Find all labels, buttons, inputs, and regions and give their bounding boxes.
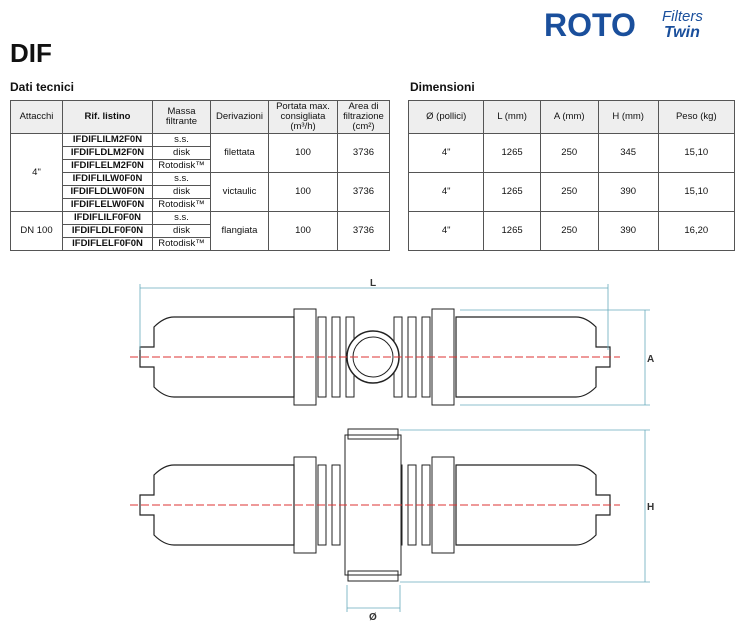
dims-cell: 16,20 (657, 211, 736, 251)
massa-cell: s.s. (152, 172, 211, 186)
roto-filters-twin-logo: ROTO Filters Twin (544, 7, 703, 42)
technical-drawing: L A H Ø (130, 278, 654, 623)
ref-cell: IFDIFLDLF0F0N (62, 224, 153, 238)
dims-cell: 4" (407, 133, 485, 173)
col-header: H (mm) (597, 100, 659, 134)
portata-cell: 100 (268, 133, 338, 173)
dim-diameter: Ø (369, 612, 377, 623)
area-cell: 3736 (337, 133, 390, 173)
dims-cell: 4" (407, 172, 485, 212)
col-header: Rif. listino (62, 100, 153, 134)
dims-cell: 15,10 (657, 133, 736, 173)
dims-cell: 250 (539, 133, 599, 173)
ref-cell: IFDIFLILF0F0N (62, 211, 153, 225)
col-header: Derivazioni (210, 100, 269, 134)
portata-cell: 100 (268, 211, 338, 251)
col-header: Portata max. consigliata (m³/h) (268, 100, 338, 134)
ref-cell: IFDIFLELW0F0N (62, 198, 153, 212)
massa-cell: disk (152, 185, 211, 199)
massa-cell: Rotodisk™ (152, 159, 211, 173)
col-header: Attacchi (10, 100, 63, 134)
ref-cell: IFDIFLDLW0F0N (62, 185, 153, 199)
massa-cell: s.s. (152, 211, 211, 225)
derivazione-cell: flangiata (210, 211, 269, 251)
dims-table: Ø (pollici) L (mm) A (mm) H (mm) Peso (k… (407, 100, 736, 251)
dims-cell: 1265 (483, 211, 541, 251)
ref-cell: IFDIFLILW0F0N (62, 172, 153, 186)
massa-cell: Rotodisk™ (152, 237, 211, 251)
dims-cell: 345 (597, 133, 659, 173)
svg-text:Filters: Filters (662, 8, 703, 25)
dims-cell: 1265 (483, 172, 541, 212)
derivazione-cell: victaulic (210, 172, 269, 212)
area-cell: 3736 (337, 211, 390, 251)
massa-cell: Rotodisk™ (152, 198, 211, 212)
dim-H: H (647, 502, 654, 513)
col-header: Peso (kg) (657, 100, 736, 134)
page-title: DIF (10, 38, 52, 68)
derivazione-cell: filettata (210, 133, 269, 173)
massa-cell: s.s. (152, 133, 211, 147)
col-header: Massa filtrante (152, 100, 211, 134)
svg-text:Twin: Twin (664, 24, 700, 41)
massa-cell: disk (152, 224, 211, 238)
massa-cell: disk (152, 146, 211, 160)
attacchi-cell: 4" (10, 133, 63, 212)
dims-cell: 390 (597, 172, 659, 212)
ref-cell: IFDIFLILM2F0N (62, 133, 153, 147)
col-header: A (mm) (539, 100, 599, 134)
dims-heading: Dimensioni (410, 80, 475, 94)
dim-A: A (647, 354, 654, 365)
tech-heading: Dati tecnici (10, 80, 75, 94)
attacchi-cell: DN 100 (10, 211, 63, 251)
dims-cell: 1265 (483, 133, 541, 173)
area-cell: 3736 (337, 172, 390, 212)
dims-cell: 250 (539, 172, 599, 212)
svg-text:ROTO: ROTO (544, 7, 636, 42)
dims-cell: 4" (407, 211, 485, 251)
col-header: Area di filtrazione (cm²) (337, 100, 390, 134)
dim-L: L (370, 278, 376, 289)
tech-table: Attacchi Rif. listino Massa filtrante De… (10, 100, 390, 251)
ref-cell: IFDIFLDLM2F0N (62, 146, 153, 160)
col-header: L (mm) (483, 100, 541, 134)
ref-cell: IFDIFLELF0F0N (62, 237, 153, 251)
dims-cell: 390 (597, 211, 659, 251)
dims-cell: 15,10 (657, 172, 736, 212)
col-header: Ø (pollici) (407, 100, 485, 134)
ref-cell: IFDIFLELM2F0N (62, 159, 153, 173)
dims-cell: 250 (539, 211, 599, 251)
portata-cell: 100 (268, 172, 338, 212)
